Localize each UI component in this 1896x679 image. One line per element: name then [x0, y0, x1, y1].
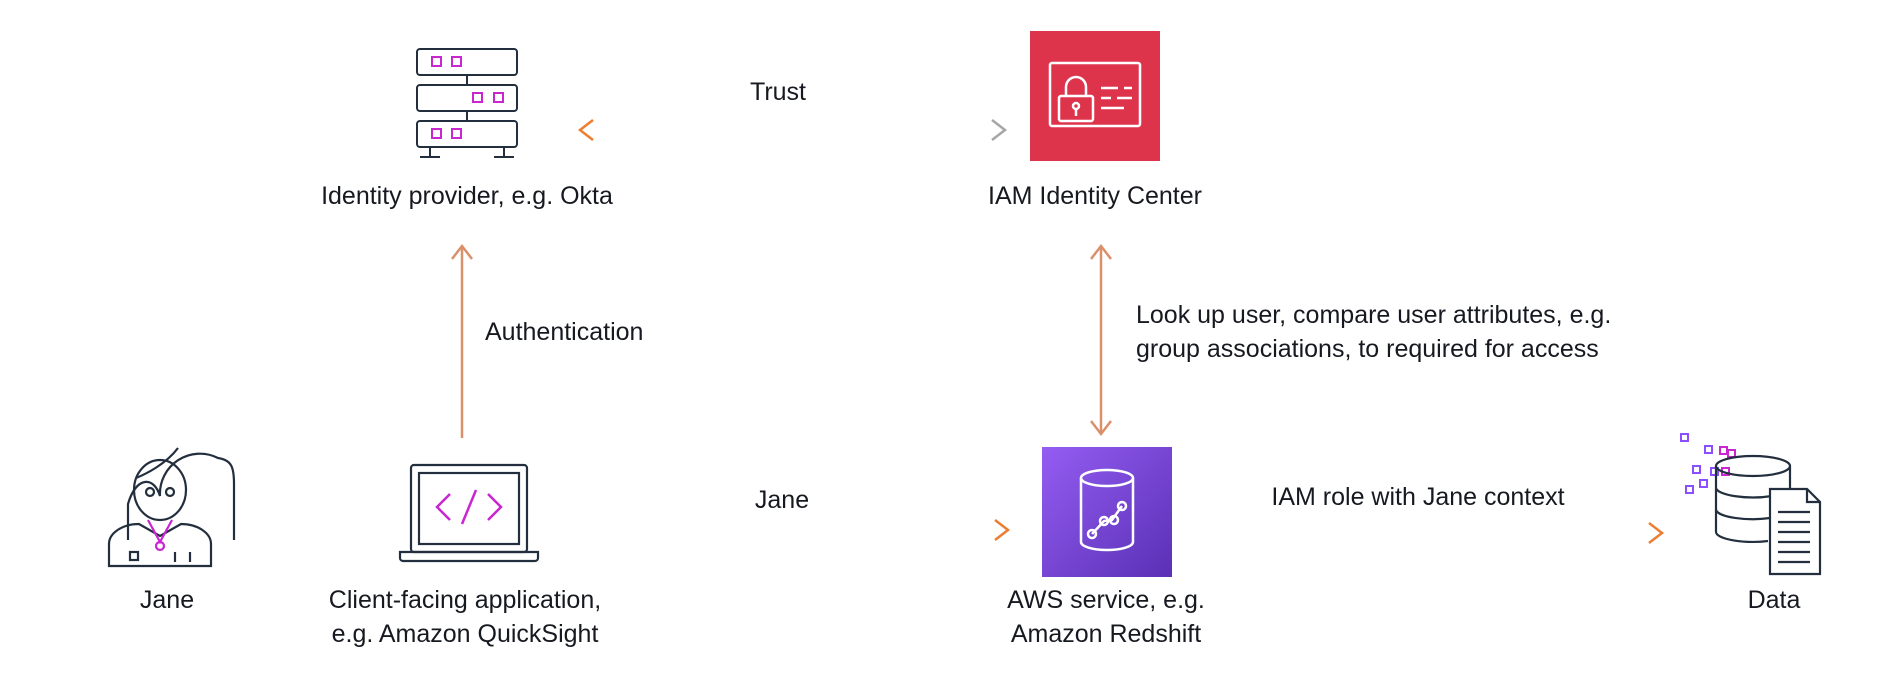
iam-role-arrowhead [1648, 522, 1665, 544]
iam-role-edge: IAM role with Jane context [1186, 483, 1665, 544]
user-node: Jane [107, 447, 236, 614]
trust-arrowhead-left [577, 119, 594, 141]
trust-arrowhead-right [991, 119, 1008, 141]
database-document-icon [1680, 433, 1822, 576]
data-node: Data [1680, 433, 1822, 614]
client-app-label-line2: e.g. Amazon QuickSight [332, 620, 599, 648]
trust-edge: Trust [577, 78, 1008, 141]
authentication-arrowhead [451, 243, 473, 260]
aws-service-label-line1: AWS service, e.g. [1007, 586, 1205, 614]
jane-request-arrowhead [994, 519, 1011, 541]
jane-request-label: Jane [755, 486, 809, 514]
identity-center-node: IAM Identity Center [988, 31, 1202, 210]
lookup-arrowhead-top [1090, 243, 1112, 260]
lookup-edge: Look up user, compare user attributes, e… [1090, 243, 1611, 437]
user-avatar-icon [107, 447, 236, 568]
laptop-code-icon [398, 463, 540, 563]
user-label: Jane [140, 586, 194, 614]
aws-service-node: AWS service, e.g. Amazon Redshift [1007, 447, 1205, 648]
lookup-arrowhead-bottom [1090, 420, 1112, 437]
client-app-label-line1: Client-facing application, [329, 586, 601, 614]
aws-service-label-line2: Amazon Redshift [1011, 620, 1201, 648]
jane-request-edge: Jane [577, 486, 1011, 541]
redshift-database-icon [1042, 447, 1172, 577]
authentication-label: Authentication [485, 318, 643, 346]
server-stack-icon [416, 48, 518, 158]
lookup-label-line2: group associations, to required for acce… [1136, 335, 1599, 363]
identity-provider-node: Identity provider, e.g. Okta [321, 48, 613, 210]
iam-role-label: IAM role with Jane context [1271, 483, 1564, 511]
authentication-edge: Authentication [451, 243, 643, 438]
lookup-label-line1: Look up user, compare user attributes, e… [1136, 301, 1611, 329]
id-card-lock-icon [1030, 31, 1160, 161]
identity-center-label: IAM Identity Center [988, 182, 1202, 210]
data-label: Data [1748, 586, 1801, 614]
trust-label: Trust [750, 78, 806, 106]
client-app-node: Client-facing application, e.g. Amazon Q… [329, 463, 601, 648]
identity-provider-label: Identity provider, e.g. Okta [321, 182, 613, 210]
